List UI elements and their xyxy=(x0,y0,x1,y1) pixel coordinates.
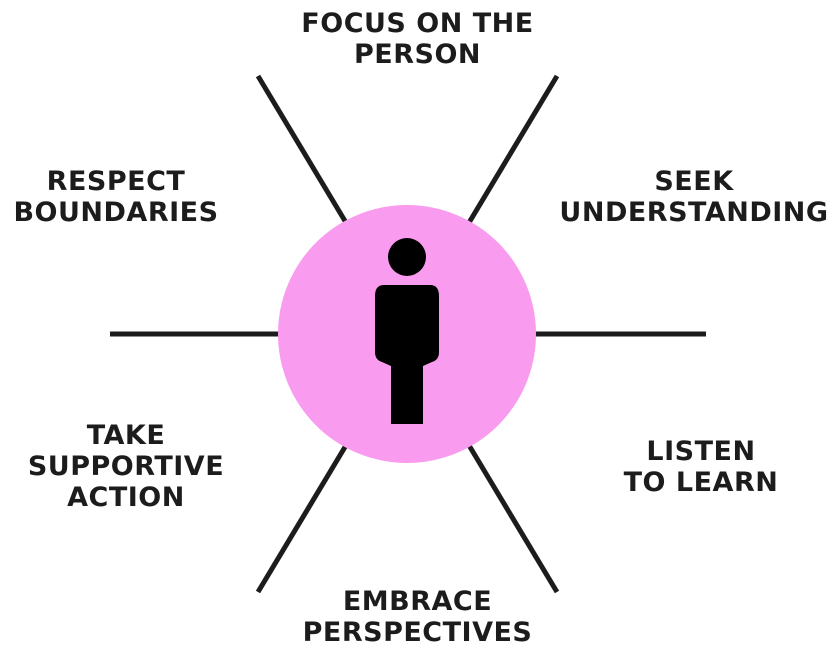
label-listen-to-learn: LISTEN TO LEARN xyxy=(600,436,802,498)
label-take-supportive-action: TAKE SUPPORTIVE ACTION xyxy=(10,420,242,513)
label-respect-boundaries: RESPECT BOUNDARIES xyxy=(0,166,232,228)
spoke-lower-left xyxy=(255,440,351,594)
label-focus-on-the-person: FOCUS ON THE PERSON xyxy=(250,8,585,70)
spoke-lower-right xyxy=(464,440,560,594)
label-line: SUPPORTIVE xyxy=(27,451,225,482)
label-embrace-perspectives: EMBRACE PERSPECTIVES xyxy=(250,586,585,648)
label-line: TAKE xyxy=(86,420,166,451)
label-line: UNDERSTANDING xyxy=(559,197,829,228)
label-line: EMBRACE xyxy=(342,586,493,617)
spokes xyxy=(110,74,706,594)
person-icon xyxy=(375,238,439,424)
label-line: LISTEN xyxy=(646,436,756,467)
label-line: RESPECT xyxy=(46,166,186,197)
label-line: PERSON xyxy=(353,39,482,70)
label-line: BOUNDARIES xyxy=(13,197,219,228)
spoke-upper-left xyxy=(255,74,351,228)
person-body xyxy=(375,285,439,424)
label-seek-understanding: SEEK UNDERSTANDING xyxy=(553,166,835,228)
label-line: FOCUS ON THE xyxy=(301,8,534,39)
person-head xyxy=(388,238,426,276)
spoke-upper-right xyxy=(464,74,560,228)
label-line: PERSPECTIVES xyxy=(302,617,533,648)
label-line: ACTION xyxy=(67,482,185,513)
label-line: TO LEARN xyxy=(623,467,779,498)
label-line: SEEK xyxy=(654,166,734,197)
